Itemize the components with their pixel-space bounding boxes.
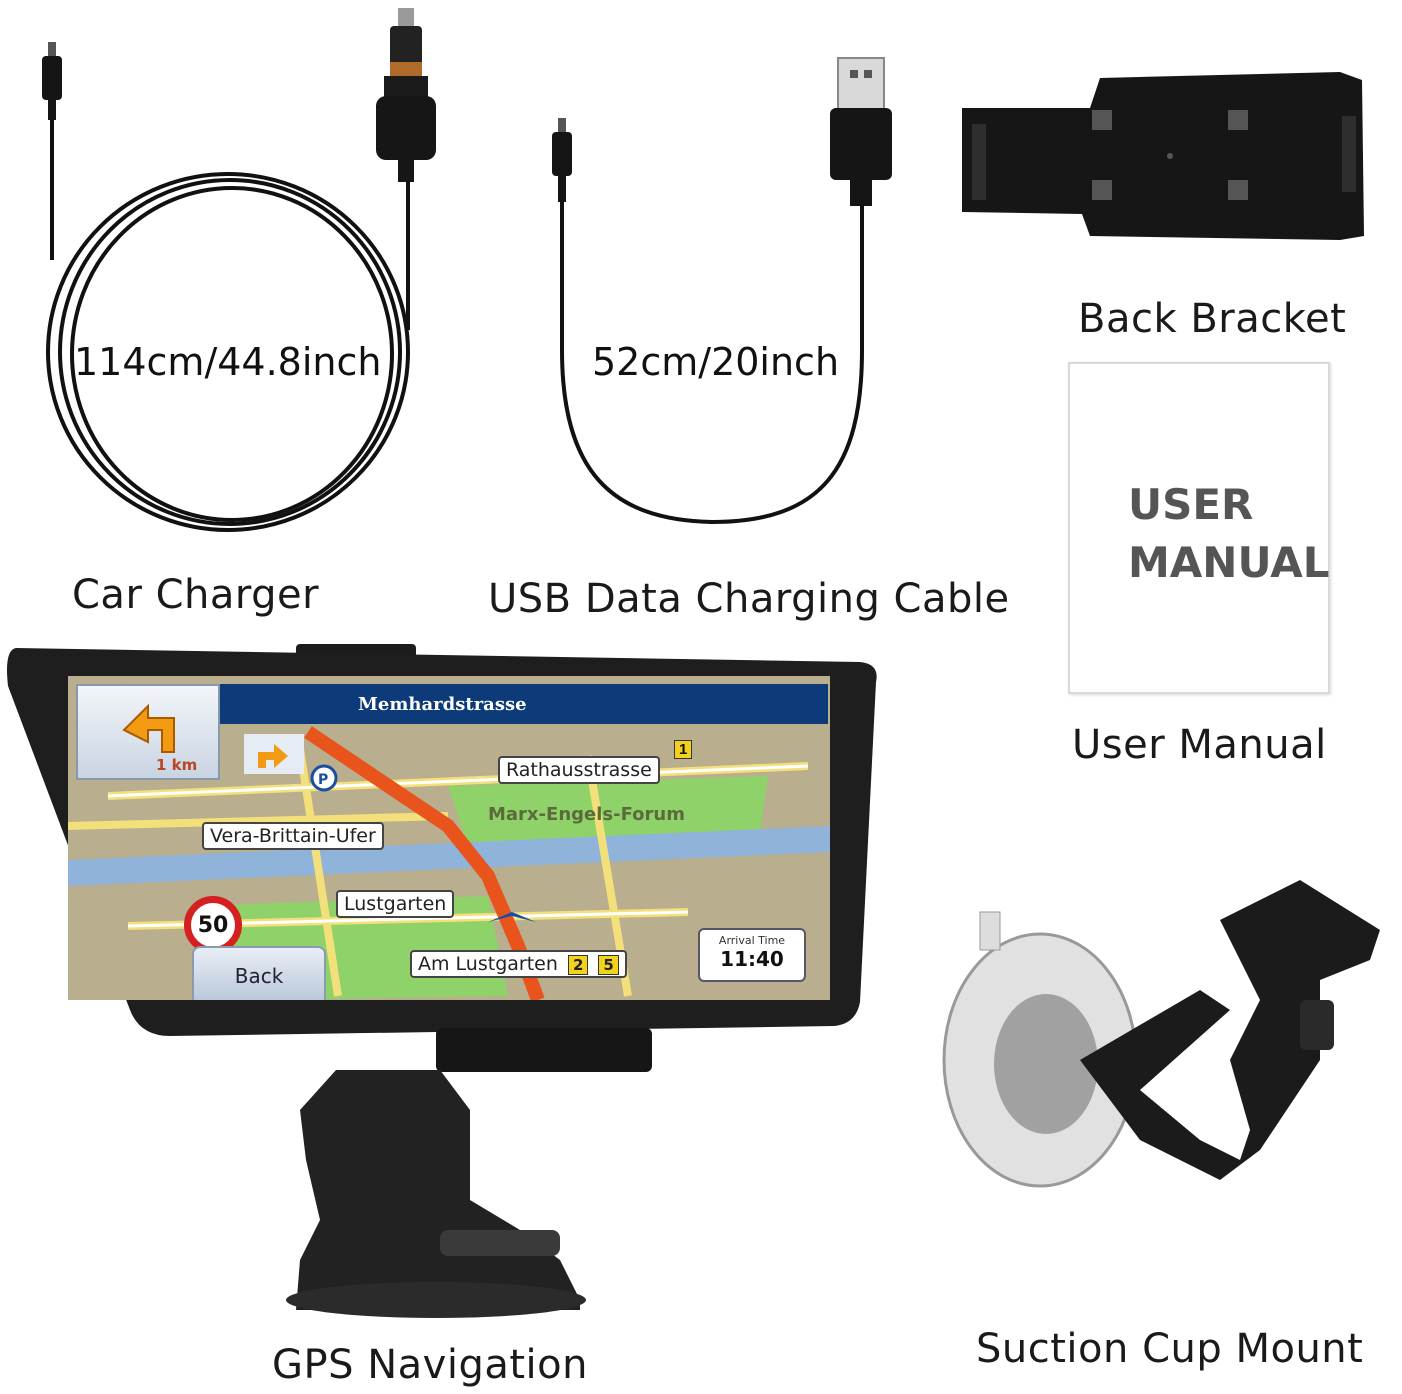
charger-length-label: 114cm/44.8inch [74,340,382,384]
turn-panel[interactable]: 1 km [76,684,220,780]
street-label-text: Am Lustgarten [418,953,558,975]
river [68,826,830,886]
arrival-time: 11:40 [720,947,784,971]
svg-text:P: P [318,772,328,788]
charger-cable [46,120,410,532]
parking-icon: P [310,764,338,792]
usb-a-plug-icon [830,57,892,206]
street-label: Am Lustgarten 2 5 [410,950,627,978]
turn-distance: 1 km [156,756,198,774]
area-label: Marx-Engels-Forum [488,804,685,825]
current-street: Memhardstrasse [358,694,527,715]
gps-screen: P Memhardstrasse 1 1 km Rathausstrasse V… [68,676,830,1000]
position-arrow-icon [488,912,536,922]
route-badge: 5 [598,955,619,975]
turn-arrow-icon [244,734,304,774]
caption-back-bracket: Back Bracket [1078,296,1347,342]
route-badge: 2 [567,955,589,975]
car-plug-icon [376,8,436,182]
mini-usb-plug-icon [42,42,62,120]
suction-cup-illustration [942,880,1380,1188]
user-manual-booklet: USER MANUAL [1068,362,1330,694]
caption-gps-navigation: GPS Navigation [272,1342,588,1388]
street-bar [188,684,828,724]
back-button[interactable]: Back [192,946,326,1000]
manual-title: USER MANUAL [1128,480,1330,587]
arrival-label: Arrival Time [718,934,786,947]
turn-arrow-icon [122,703,175,753]
street-label: Rathausstrasse [498,756,660,784]
mini-usb-plug-icon [552,118,572,202]
caption-usb-cable: USB Data Charging Cable [488,576,1010,622]
caption-user-manual: User Manual [1072,722,1327,768]
caption-suction-cup: Suction Cup Mount [976,1326,1364,1372]
route-badge: 1 [674,740,693,759]
arrival-time-panel: Arrival Time 11:40 [698,928,806,982]
usb-cable [560,200,864,525]
street-label: Vera-Brittain-Ufer [202,822,384,850]
street-label: Lustgarten [336,890,455,918]
back-bracket-illustration [962,72,1364,240]
usb-cable-length-label: 52cm/20inch [592,340,840,384]
caption-car-charger: Car Charger [72,572,320,618]
